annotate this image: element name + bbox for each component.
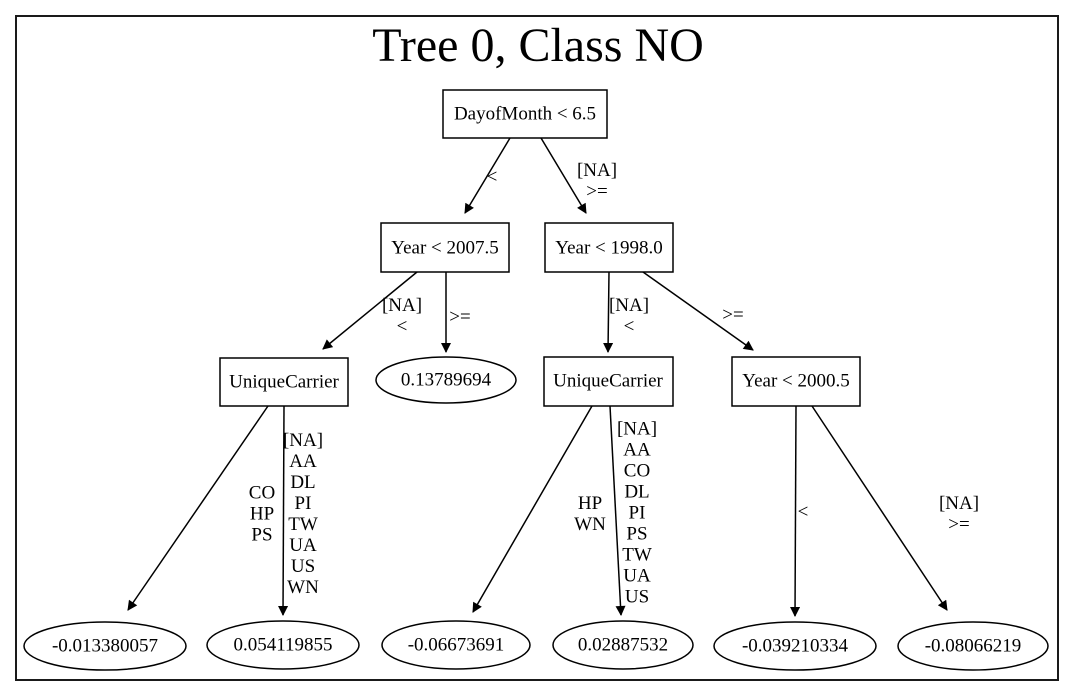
- diagram-border-frame: [15, 15, 1059, 681]
- edge-label-year2000-leaf5: <: [797, 501, 809, 523]
- edge-label-carriermid-leaf4: [NA] AA CO DL PI PS TW UA US: [616, 418, 658, 608]
- diagram-title: Tree 0, Class NO: [372, 19, 704, 72]
- edge-carrier-mid-to-leaf4: [609, 405, 626, 616]
- leaf4-label: 0.02887532: [577, 634, 669, 656]
- leaf6-label: -0.08066219: [924, 635, 1022, 657]
- leaf-mid-left-label: 0.13789694: [400, 369, 492, 391]
- edge-label-yearright-carrier: [NA] <: [608, 295, 650, 337]
- leaf5-label: -0.039210334: [741, 635, 849, 657]
- edge-label-carriermid-leaf3: HP WN: [574, 493, 606, 535]
- leaf3-label: -0.06673691: [407, 634, 505, 656]
- edge-year-right-to-year2000: [642, 271, 754, 351]
- leaf4-ellipse: [552, 620, 694, 670]
- year-right-node-label: Year < 1998.0: [555, 237, 663, 259]
- edge-label-yearleft-leaf: >=: [449, 306, 471, 328]
- edge-year2000-to-leaf5: [790, 405, 801, 617]
- edge-label-carrierleft-leaf1: CO HP PS: [248, 482, 276, 546]
- edge-year-right-to-carrier: [603, 271, 614, 353]
- leaf2-label: 0.054119855: [233, 634, 333, 656]
- edge-label-year2000-leaf6: [NA] >=: [938, 493, 980, 535]
- edge-label-root-right: [NA] >=: [576, 160, 618, 202]
- carrier-left-node-label: UniqueCarrier: [229, 371, 339, 393]
- carrier-mid-node-label: UniqueCarrier: [553, 370, 663, 392]
- leaf1-ellipse: [23, 621, 187, 671]
- leaf6-ellipse: [897, 621, 1049, 671]
- root-node-box: [442, 89, 608, 139]
- year2000-node-box: [731, 356, 861, 407]
- carrier-left-node-box: [219, 357, 349, 407]
- year-left-node-label: Year < 2007.5: [391, 237, 499, 259]
- edge-year-left-to-carrier: [322, 271, 418, 350]
- root-node-label: DayofMonth < 6.5: [453, 103, 597, 125]
- edge-carrier-mid-to-leaf3: [472, 405, 593, 613]
- edge-root-to-year-left: [464, 137, 511, 214]
- edge-carrier-left-to-leaf2: [278, 405, 289, 616]
- edge-label-yearleft-carrier: [NA] <: [381, 295, 423, 337]
- carrier-mid-node-box: [543, 356, 674, 407]
- edge-root-to-year-right: [540, 137, 587, 214]
- edge-label-root-left: <: [486, 166, 498, 188]
- edge-carrier-left-to-leaf1: [127, 405, 269, 611]
- edge-label-yearright-year2000: >=: [722, 304, 744, 326]
- leaf-mid-left-ellipse: [375, 356, 517, 404]
- leaf5-ellipse: [713, 621, 877, 671]
- year-right-node-box: [544, 222, 674, 273]
- leaf3-ellipse: [381, 620, 531, 670]
- year-left-node-box: [380, 222, 510, 273]
- edge-label-carrierleft-leaf2: [NA] AA DL PI TW UA US WN: [282, 430, 324, 598]
- leaf1-label: -0.013380057: [51, 635, 159, 657]
- year2000-node-label: Year < 2000.5: [742, 370, 850, 392]
- leaf2-ellipse: [206, 620, 360, 670]
- edge-year2000-to-leaf6: [811, 405, 948, 611]
